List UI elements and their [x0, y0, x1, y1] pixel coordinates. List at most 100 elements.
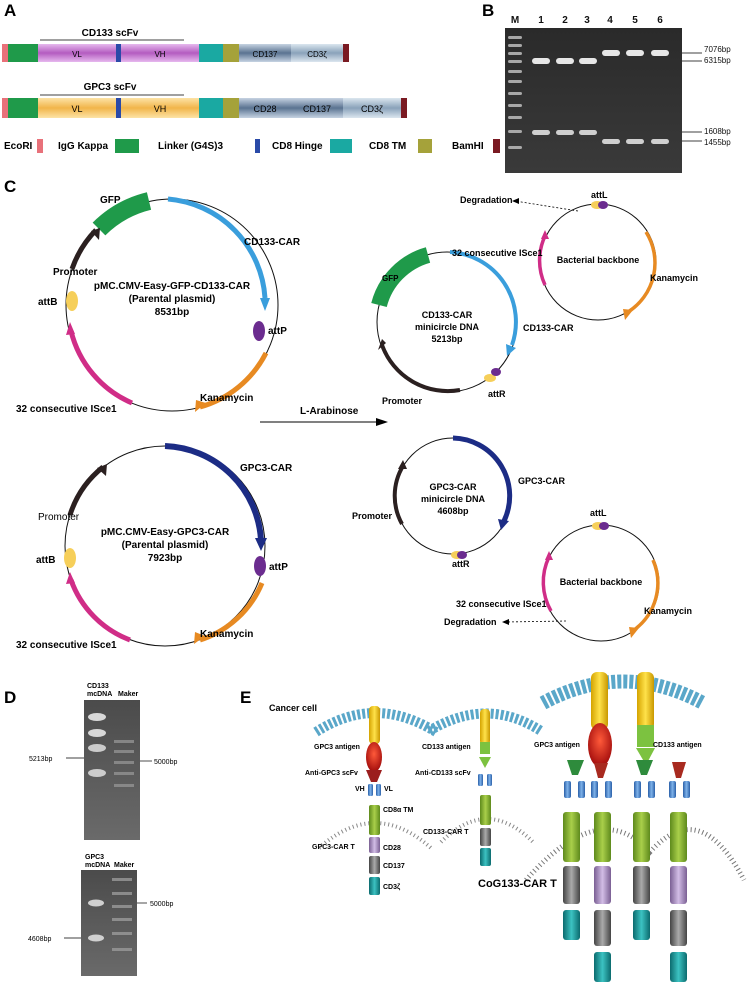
- p2-attb: attB: [36, 555, 55, 566]
- mc2-attr: attR: [452, 559, 470, 569]
- d2-left: 4608bp: [28, 936, 51, 943]
- p2-kana: Kanamycin: [200, 629, 253, 640]
- p1-isce: 32 consecutive ISce1: [16, 404, 117, 415]
- d2-right: 5000bp: [150, 901, 173, 908]
- d2-lane1: GPC3: [85, 854, 104, 861]
- arabinose-arrow: L-Arabinose: [260, 406, 388, 426]
- seg-cd28-2: CD28: [253, 104, 276, 114]
- d1-lane1: CD133: [87, 683, 109, 690]
- seg-vl-1: VL: [72, 50, 82, 59]
- legend-bamhi: BamHI: [452, 141, 484, 152]
- p1-cd133car: CD133-CAR: [244, 237, 301, 248]
- bb1-attl: attL: [591, 190, 608, 200]
- cancer-cell-label: Cancer cell: [269, 703, 317, 713]
- arabinose-label: L-Arabinose: [300, 406, 359, 417]
- lane-2: 2: [562, 15, 568, 26]
- cd133-antigen-label: CD133 antigen: [422, 744, 471, 751]
- cog133-cart-label: CoG133-CAR T: [478, 878, 557, 890]
- legend-iggkappa: IgG Kappa: [58, 141, 108, 152]
- panel-c-label: C: [4, 177, 16, 196]
- cd133-construct: VL VH CD137 CD3ζ: [2, 44, 349, 62]
- seg-cd3z-2: CD3ζ: [361, 104, 383, 114]
- mc1-name: CD133-CAR: [422, 310, 473, 320]
- p1-name: pMC.CMV-Easy-GFP-CD133-CAR: [94, 281, 251, 292]
- legend-a: EcoRI IgG Kappa Linker (G4S)3 CD8 Hinge …: [4, 139, 500, 153]
- lane-4: 4: [607, 15, 613, 26]
- p2-isce: 32 consecutive ISce1: [16, 640, 117, 651]
- p2-promoter: Promoter: [38, 512, 80, 523]
- anti-cd133-label: Anti-CD133 scFv: [415, 770, 471, 777]
- p1-kana: Kanamycin: [200, 393, 253, 404]
- panel-e-label: E: [240, 688, 251, 707]
- d1-right: 5000bp: [154, 759, 177, 766]
- cd133-scfv-title: CD133 scFv: [82, 28, 139, 39]
- p1-size: 8531bp: [155, 307, 189, 318]
- bb2-degr: Degradation: [444, 617, 497, 627]
- p2-attp: attP: [269, 562, 288, 573]
- gel-b: M 1 2 3 4 5 6 7076bp: [505, 15, 731, 173]
- cd137-label: CD137: [383, 863, 405, 870]
- bb1-kana: Kanamycin: [650, 273, 698, 283]
- d1-lane2: Maker: [118, 691, 139, 698]
- minicircle-1: GFP CD133-CAR Promoter attR CD133-CAR mi…: [371, 247, 574, 406]
- legend-cd8hinge: CD8 Hinge: [272, 141, 323, 152]
- d2-lane1b: mcDNA: [85, 862, 110, 869]
- seg-cd3z-1: CD3ζ: [307, 50, 327, 59]
- seg-vh-1: VH: [154, 50, 165, 59]
- mc1-gfp: GFP: [382, 274, 399, 283]
- mc1-promoter: Promoter: [382, 396, 423, 406]
- p1-gfp: GFP: [100, 195, 121, 206]
- lane-6: 6: [657, 15, 663, 26]
- seg-cd137-2: CD137: [303, 104, 331, 114]
- legend-cd8tm: CD8 TM: [369, 141, 406, 152]
- p2-name: pMC.CMV-Easy-GPC3-CAR: [101, 527, 230, 538]
- mc1-attr: attR: [488, 389, 506, 399]
- bb1-name: Bacterial backbone: [557, 255, 640, 265]
- plasmid-1: GFP CD133-CAR Promoter attB attP Kanamyc…: [16, 192, 301, 415]
- lane-3: 3: [584, 15, 590, 26]
- p1-attb: attB: [38, 297, 57, 308]
- gel-d1: CD133 mcDNA Maker 5213bp 5000bp: [29, 683, 177, 840]
- mc2-gpc3car: GPC3-CAR: [518, 476, 566, 486]
- seg-vh-2: VH: [154, 104, 167, 114]
- seg-vl-2: VL: [71, 104, 82, 114]
- bb1-isce: 32 consecutive ISce1: [452, 248, 543, 258]
- mc2-name: GPC3-CAR: [429, 482, 477, 492]
- p1-attp: attP: [268, 326, 287, 337]
- seg-cd137-1: CD137: [253, 50, 278, 59]
- panel-b-label: B: [482, 1, 494, 20]
- cd133-cart-label: CD133-CAR T: [423, 829, 469, 836]
- cd28-label: CD28: [383, 845, 401, 852]
- gel-d2: GPC3 mcDNA Maker 4608bp 5000bp: [28, 854, 173, 976]
- d1-lane1b: mcDNA: [87, 691, 112, 698]
- p2-gpc3car: GPC3-CAR: [240, 463, 293, 474]
- mc1-sub: minicircle DNA: [415, 322, 480, 332]
- size-7076: 7076bp: [704, 45, 731, 54]
- size-1455: 1455bp: [704, 138, 731, 147]
- cd133-cart: CD133 antigen Anti-CD133 scFv CD133-CAR …: [415, 708, 544, 866]
- vh-label: VH: [355, 786, 365, 793]
- mc2-promoter: Promoter: [352, 511, 393, 521]
- mc2-size: 4608bp: [437, 506, 469, 516]
- backbone-1: Bacterial backbone Kanamycin 32 consecut…: [452, 190, 698, 321]
- cd133-antigen2-label: CD133 antigen: [653, 742, 702, 749]
- p1-sub: (Parental plasmid): [129, 294, 216, 305]
- bb2-name: Bacterial backbone: [560, 577, 643, 587]
- gpc3-antigen2-label: GPC3 antigen: [534, 742, 580, 749]
- mc1-cd133car: CD133-CAR: [523, 323, 574, 333]
- gpc3-scfv-title: GPC3 scFv: [84, 82, 137, 93]
- bb2-isce: 32 consecutive ISce1: [456, 599, 547, 609]
- bb1-degr: Degradation: [460, 195, 513, 205]
- lane-1: 1: [538, 15, 544, 26]
- vl-label: VL: [384, 786, 394, 793]
- gpc3-cart: GPC3 antigen Anti-GPC3 scFv VL VH CD8α T…: [305, 706, 439, 895]
- d1-left: 5213bp: [29, 756, 52, 763]
- panel-d-label: D: [4, 688, 16, 707]
- cd3z-label: CD3ζ: [383, 884, 401, 891]
- legend-linker: Linker (G4S)3: [158, 141, 223, 152]
- d2-lane2: Maker: [114, 862, 135, 869]
- p1-promoter: Promoter: [53, 267, 98, 278]
- lane-5: 5: [632, 15, 638, 26]
- anti-gpc3-label: Anti-GPC3 scFv: [305, 770, 358, 777]
